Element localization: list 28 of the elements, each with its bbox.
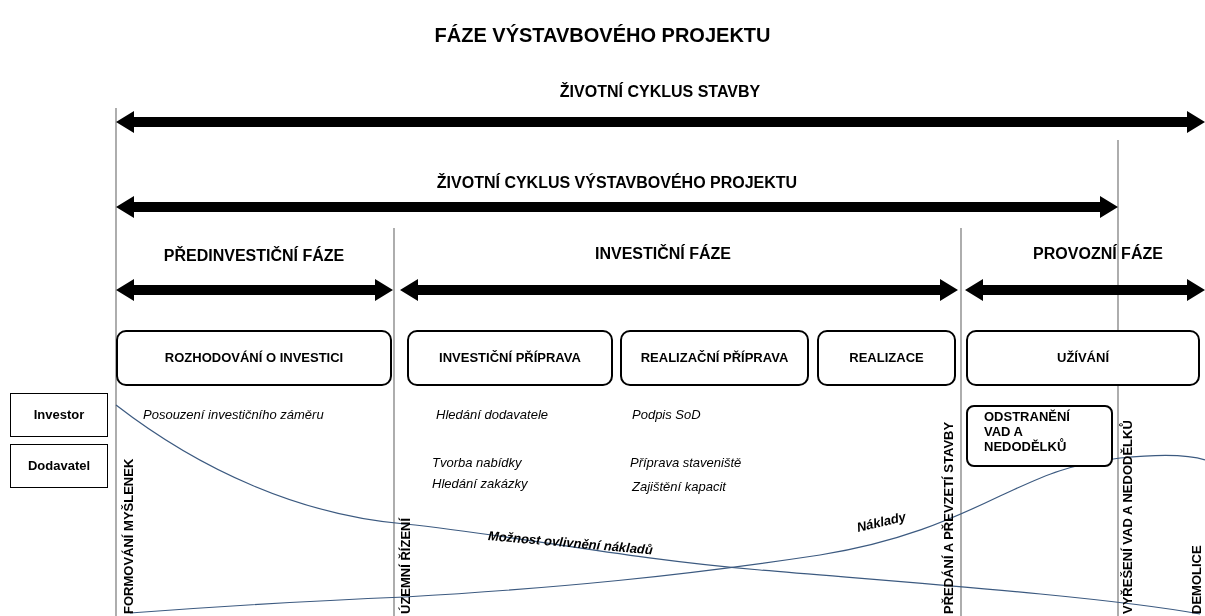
- span-label: ŽIVOTNÍ CYKLUS STAVBY: [559, 81, 761, 102]
- phase-box: REALIZACE: [817, 330, 956, 386]
- phase-box: UŽÍVÁNÍ: [966, 330, 1200, 386]
- span-label: PROVOZNÍ FÁZE: [1033, 243, 1163, 264]
- activity-text: Podpis SoD: [632, 406, 701, 424]
- span-label: ŽIVOTNÍ CYKLUS VÝSTAVBOVÉHO PROJEKTU: [436, 172, 798, 193]
- milestone-label: PŘEDÁNÍ A PŘEVZETÍ STAVBY: [941, 421, 957, 614]
- span-label: PŘEDINVESTIČNÍ FÁZE: [163, 245, 345, 266]
- phase-box: REALIZAČNÍ PŘÍPRAVA: [620, 330, 809, 386]
- activity-text: Hledání dodavatele: [436, 406, 549, 424]
- activity-text: Příprava staveniště: [630, 454, 742, 472]
- role-box: Dodavatel: [10, 444, 108, 488]
- activity-text: Posouzení investičního záměru: [143, 406, 324, 424]
- curve-label: Možnost ovlivnění nákladů: [487, 527, 654, 560]
- title: FÁZE VÝSTAVBOVÉHO PROJEKTU: [433, 23, 772, 48]
- task-box: ODSTRANĚNÍ VAD A NEDODĚLKŮ: [966, 405, 1113, 467]
- milestone-label: VYŘEŠENÍ VAD A NEDODĚLKŮ: [1120, 420, 1136, 614]
- milestone-label: FORMOVÁNÍ MYŠLENEK: [121, 458, 137, 614]
- milestone-label: ÚZEMNÍ ŘÍZENÍ: [398, 517, 414, 614]
- activity-text: Tvorba nabídky: [432, 454, 522, 472]
- milestone-label: DEMOLICE: [1189, 545, 1205, 614]
- phase-box: INVESTIČNÍ PŘÍPRAVA: [407, 330, 613, 386]
- role-box: Investor: [10, 393, 108, 437]
- phase-box: ROZHODOVÁNÍ O INVESTICI: [116, 330, 392, 386]
- activity-text: Hledání zakázky: [432, 475, 528, 493]
- span-label: INVESTIČNÍ FÁZE: [595, 243, 731, 264]
- activity-text: Zajištění kapacit: [632, 478, 726, 496]
- curve-label: Náklady: [854, 508, 908, 537]
